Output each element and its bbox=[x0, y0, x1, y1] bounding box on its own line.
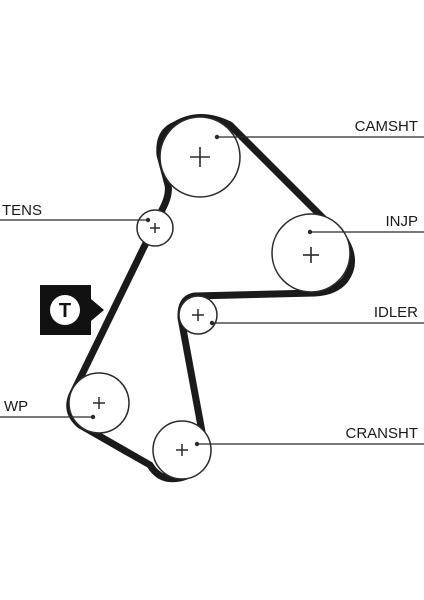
crankshaft-label: CRANSHT bbox=[345, 425, 418, 442]
camshaft-label: CAMSHT bbox=[355, 118, 418, 135]
injection-pump-label: INJP bbox=[385, 213, 418, 230]
tensioner-badge: T bbox=[40, 285, 104, 335]
injection-pump-pulley bbox=[271, 213, 351, 293]
tensioner-pulley bbox=[136, 209, 174, 247]
idler-pulley bbox=[178, 295, 218, 335]
water-pump-pulley bbox=[68, 372, 130, 434]
crankshaft-pulley bbox=[152, 420, 212, 480]
tensioner-badge-letter: T bbox=[59, 300, 71, 322]
leader-dots bbox=[90, 134, 313, 447]
tensioner-label: TENS bbox=[2, 202, 42, 219]
leader-lines bbox=[0, 136, 424, 445]
water-pump-label: WP bbox=[4, 398, 28, 415]
camshaft-pulley bbox=[159, 116, 241, 198]
idler-label: IDLER bbox=[374, 304, 418, 321]
